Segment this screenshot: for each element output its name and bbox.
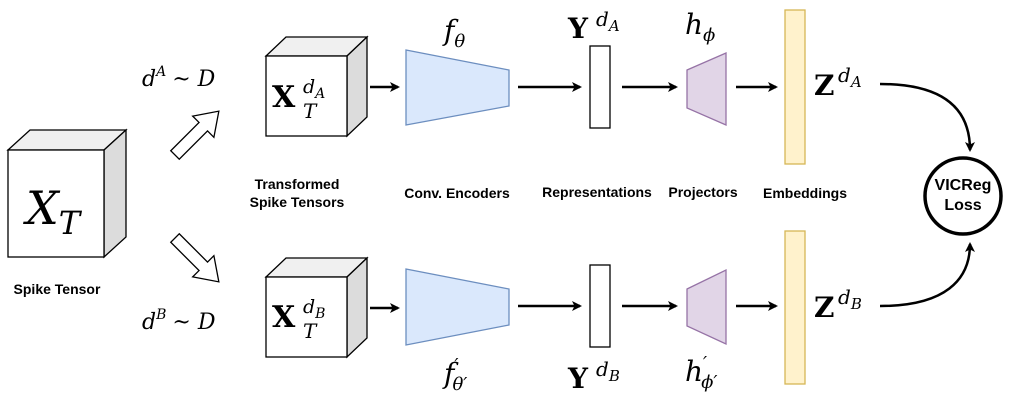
dist-label-a: dA~ D xyxy=(142,64,216,92)
representation-label-b: Y xyxy=(567,362,589,395)
transformed-sub-b: T xyxy=(303,319,318,343)
embedding-sup-a: dA xyxy=(838,63,862,91)
loss-label-line2: Loss xyxy=(944,197,981,214)
transformed-symbol-a: X xyxy=(272,80,296,115)
transformed-sub-a: T xyxy=(303,99,318,123)
representation-sup-a: dA xyxy=(596,7,620,35)
encoder-label-a: fθ xyxy=(442,14,465,52)
input-symbol: XT xyxy=(23,181,83,242)
input-label: Spike Tensor xyxy=(14,281,101,297)
stage-label-transformed-line1: Transformed xyxy=(255,176,340,192)
projector-b xyxy=(686,268,727,346)
transformed-sup-a: dA xyxy=(303,76,325,102)
projector-label-b: h′ϕ′ xyxy=(685,353,718,393)
representation-a xyxy=(589,45,611,129)
arrow-emb-loss-b xyxy=(879,242,975,308)
representation-sup-b: dB xyxy=(596,357,620,385)
loss-label-line1: VICReg xyxy=(935,177,992,194)
projector-label-a: hϕ xyxy=(685,8,715,46)
projector-a xyxy=(686,52,727,126)
stage-label-transformed-line2: Spike Tensors xyxy=(250,194,345,210)
transformed-cube-a xyxy=(264,35,369,138)
embedding-label-a: Z xyxy=(814,69,834,102)
representation-label-a: Y xyxy=(567,12,589,45)
stage-label-projectors: Projectors xyxy=(668,184,737,200)
input-cube xyxy=(6,128,128,259)
stage-label-representations: Representations xyxy=(542,184,652,200)
dist-label-b: dB~ D xyxy=(142,307,216,335)
representation-b xyxy=(589,264,611,348)
embedding-sup-b: dB xyxy=(838,285,862,313)
vicreg-loss-node xyxy=(923,156,1003,236)
embedding-label-b: Z xyxy=(814,291,834,324)
transformed-symbol-b: X xyxy=(272,300,296,335)
transformed-sup-b: dB xyxy=(303,296,325,322)
input-cube-front xyxy=(7,149,105,258)
arrow-emb-loss-a xyxy=(879,82,975,152)
encoder-a xyxy=(405,49,510,126)
encoder-label-b: f′θ′ xyxy=(442,355,467,395)
augmentation-arrow-b xyxy=(169,232,220,283)
stage-label-encoders: Conv. Encoders xyxy=(404,185,510,201)
stage-label-embeddings: Embeddings xyxy=(763,185,847,201)
input-cube-side xyxy=(103,128,127,259)
embedding-b xyxy=(784,230,806,385)
transformed-cube-b xyxy=(264,256,369,359)
augmentation-arrow-a xyxy=(169,110,220,161)
embedding-a xyxy=(784,9,806,165)
encoder-b xyxy=(405,268,510,346)
